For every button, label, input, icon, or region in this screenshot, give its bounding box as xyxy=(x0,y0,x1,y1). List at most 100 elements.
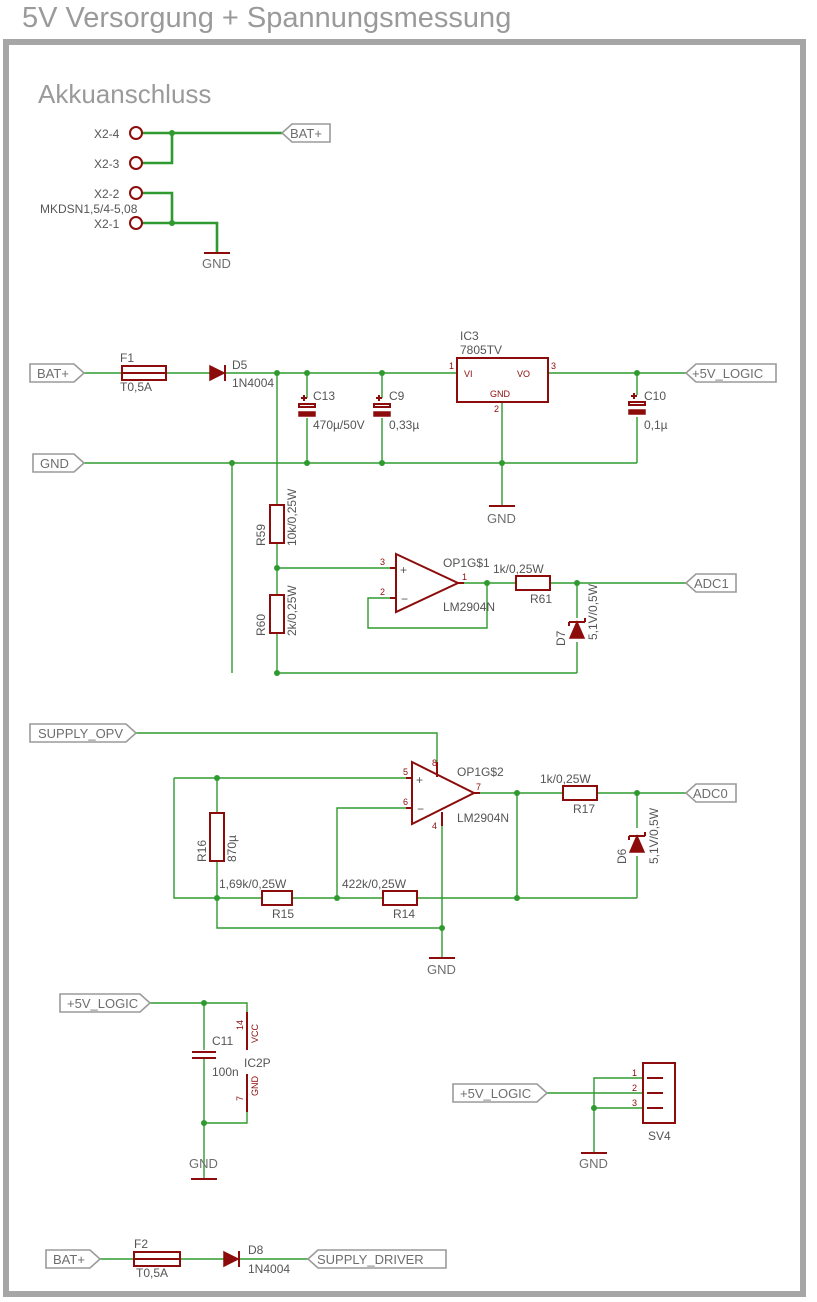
net-flag-gnd[interactable]: GND xyxy=(32,453,86,473)
net-flag-supply-opv[interactable]: SUPPLY_OPV xyxy=(29,723,138,743)
page-title: 5V Versorgung + Spannungsmessung xyxy=(22,2,512,34)
svg-text:VO: VO xyxy=(517,369,530,379)
resistor-r59: R59 10k/0,25W xyxy=(254,488,299,546)
svg-text:+: + xyxy=(400,563,407,577)
svg-text:D7: D7 xyxy=(554,630,568,646)
gnd-symbol-ic3: GND xyxy=(487,505,516,526)
svg-text:5: 5 xyxy=(403,767,408,777)
svg-text:5,1V/0,5W: 5,1V/0,5W xyxy=(586,583,600,640)
svg-text:SUPPLY_OPV: SUPPLY_OPV xyxy=(38,726,123,741)
svg-text:−: − xyxy=(417,802,424,816)
svg-text:VI: VI xyxy=(464,369,473,379)
diode-d5: D5 1N4004 xyxy=(209,358,274,390)
svg-text:LM2904N: LM2904N xyxy=(457,811,509,825)
svg-text:5,1V/0,5W: 5,1V/0,5W xyxy=(647,807,661,864)
svg-text:2: 2 xyxy=(632,1083,637,1093)
svg-text:1N4004: 1N4004 xyxy=(248,1262,290,1276)
svg-text:SV4: SV4 xyxy=(648,1129,671,1143)
svg-text:R59: R59 xyxy=(254,524,268,546)
svg-text:VCC: VCC xyxy=(250,1023,260,1043)
svg-text:R17: R17 xyxy=(573,802,595,816)
svg-text:6: 6 xyxy=(403,797,408,807)
svg-text:GND: GND xyxy=(250,1076,260,1097)
net-flag-plus5v-logic-sv4[interactable]: +5V_LOGIC xyxy=(452,1083,549,1103)
svg-text:R15: R15 xyxy=(272,907,294,921)
svg-text:1k/0,25W: 1k/0,25W xyxy=(540,772,591,786)
net-flag-supply-driver[interactable]: SUPPLY_DRIVER xyxy=(306,1249,447,1269)
resistor-r15: 1,69k/0,25W R15 xyxy=(219,877,294,921)
gnd-label: GND xyxy=(202,256,231,271)
resistor-r16: R16 870µ xyxy=(195,812,239,862)
pin-label-x2-4: X2-4 xyxy=(94,127,120,141)
net-flag-bat-plus[interactable]: BAT+ xyxy=(29,363,86,383)
svg-text:2: 2 xyxy=(380,587,385,597)
svg-text:BAT+: BAT+ xyxy=(53,1252,85,1267)
connector-name: MKDSN1,5/4-5,08 xyxy=(40,202,138,216)
capacitor-c13: C13 470µ/50V xyxy=(298,389,365,432)
resistor-r17: 1k/0,25W R17 xyxy=(540,772,598,816)
zener-d7: D7 5,1V/0,5W xyxy=(554,583,600,646)
svg-text:D5: D5 xyxy=(232,358,248,372)
net-flag-plus5v-logic-ic2p[interactable]: +5V_LOGIC xyxy=(59,993,152,1013)
svg-text:C10: C10 xyxy=(644,389,666,403)
svg-text:C9: C9 xyxy=(389,389,405,403)
svg-text:1,69k/0,25W: 1,69k/0,25W xyxy=(219,877,287,891)
svg-text:F1: F1 xyxy=(120,351,134,365)
svg-text:LM2904N: LM2904N xyxy=(443,600,495,614)
resistor-r14: 422k/0,25W R14 xyxy=(342,877,418,921)
svg-text:OP1G$1: OP1G$1 xyxy=(443,556,490,570)
svg-text:14: 14 xyxy=(235,1020,245,1030)
svg-text:0,1µ: 0,1µ xyxy=(644,418,668,432)
pin-label-x2-3: X2-3 xyxy=(94,157,120,171)
svg-text:SUPPLY_DRIVER: SUPPLY_DRIVER xyxy=(317,1252,424,1267)
svg-text:BAT+: BAT+ xyxy=(37,366,69,381)
pin-label-x2-2: X2-2 xyxy=(94,187,120,201)
svg-text:IC3: IC3 xyxy=(460,329,479,343)
terminal-x2-2[interactable] xyxy=(129,186,143,200)
power-pins-ic2p: IC2P 14 VCC 7 GND xyxy=(235,1012,271,1112)
svg-text:R61: R61 xyxy=(530,592,552,606)
net-flag-bat-plus-driver[interactable]: BAT+ xyxy=(45,1249,102,1269)
svg-text:1k/0,25W: 1k/0,25W xyxy=(493,562,544,576)
svg-text:4: 4 xyxy=(432,821,437,831)
svg-text:7805TV: 7805TV xyxy=(460,343,502,357)
svg-text:7: 7 xyxy=(476,782,481,792)
svg-text:1: 1 xyxy=(462,572,467,582)
svg-text:7: 7 xyxy=(235,1096,245,1101)
svg-text:0,33µ: 0,33µ xyxy=(389,418,419,432)
svg-text:GND: GND xyxy=(579,1156,608,1171)
svg-text:R16: R16 xyxy=(195,840,209,862)
svg-text:OP1G$2: OP1G$2 xyxy=(457,765,504,779)
terminal-x2-3[interactable] xyxy=(129,156,143,170)
svg-text:10k/0,25W: 10k/0,25W xyxy=(285,488,299,546)
svg-text:D8: D8 xyxy=(248,1243,264,1257)
svg-text:GND: GND xyxy=(490,389,511,399)
net-flag-bat-plus-top[interactable]: BAT+ xyxy=(280,123,331,143)
svg-text:ADC0: ADC0 xyxy=(693,786,728,801)
svg-text:+5V_LOGIC: +5V_LOGIC xyxy=(67,996,138,1011)
svg-text:+5V_LOGIC: +5V_LOGIC xyxy=(460,1086,531,1101)
svg-text:100n: 100n xyxy=(212,1065,239,1079)
resistor-r61: 1k/0,25W R61 xyxy=(493,562,552,606)
regulator-ic3: IC3 7805TV VI VO GND 1 3 2 xyxy=(449,329,556,414)
svg-text:470µ/50V: 470µ/50V xyxy=(313,418,365,432)
svg-text:2k/0,25W: 2k/0,25W xyxy=(285,585,299,636)
terminal-x2-1[interactable] xyxy=(129,216,143,230)
capacitor-c9: C9 0,33µ xyxy=(373,389,419,432)
capacitor-c10: C10 0,1µ xyxy=(628,389,668,432)
opamp-op1g1: + − 3 2 1 OP1G$1 LM2904N xyxy=(380,552,495,614)
connector-x2: X2-4 X2-3 X2-2 X2-1 MKDSN1,5/4-5,08 GND xyxy=(40,126,282,271)
terminal-x2-4[interactable] xyxy=(129,126,143,140)
svg-text:1: 1 xyxy=(632,1068,637,1078)
svg-text:T0,5A: T0,5A xyxy=(136,1266,168,1280)
net-flag-adc0[interactable]: ADC0 xyxy=(684,783,737,803)
svg-text:IC2P: IC2P xyxy=(244,1056,271,1070)
svg-text:GND: GND xyxy=(487,511,516,526)
gnd-symbol-c11: GND xyxy=(189,1156,218,1180)
net-flag-adc1[interactable]: ADC1 xyxy=(684,573,737,593)
svg-text:−: − xyxy=(401,592,408,606)
svg-text:C11: C11 xyxy=(212,1034,233,1048)
net-flag-plus5v-logic-out[interactable]: +5V_LOGIC xyxy=(684,363,777,383)
svg-text:8: 8 xyxy=(432,758,437,768)
